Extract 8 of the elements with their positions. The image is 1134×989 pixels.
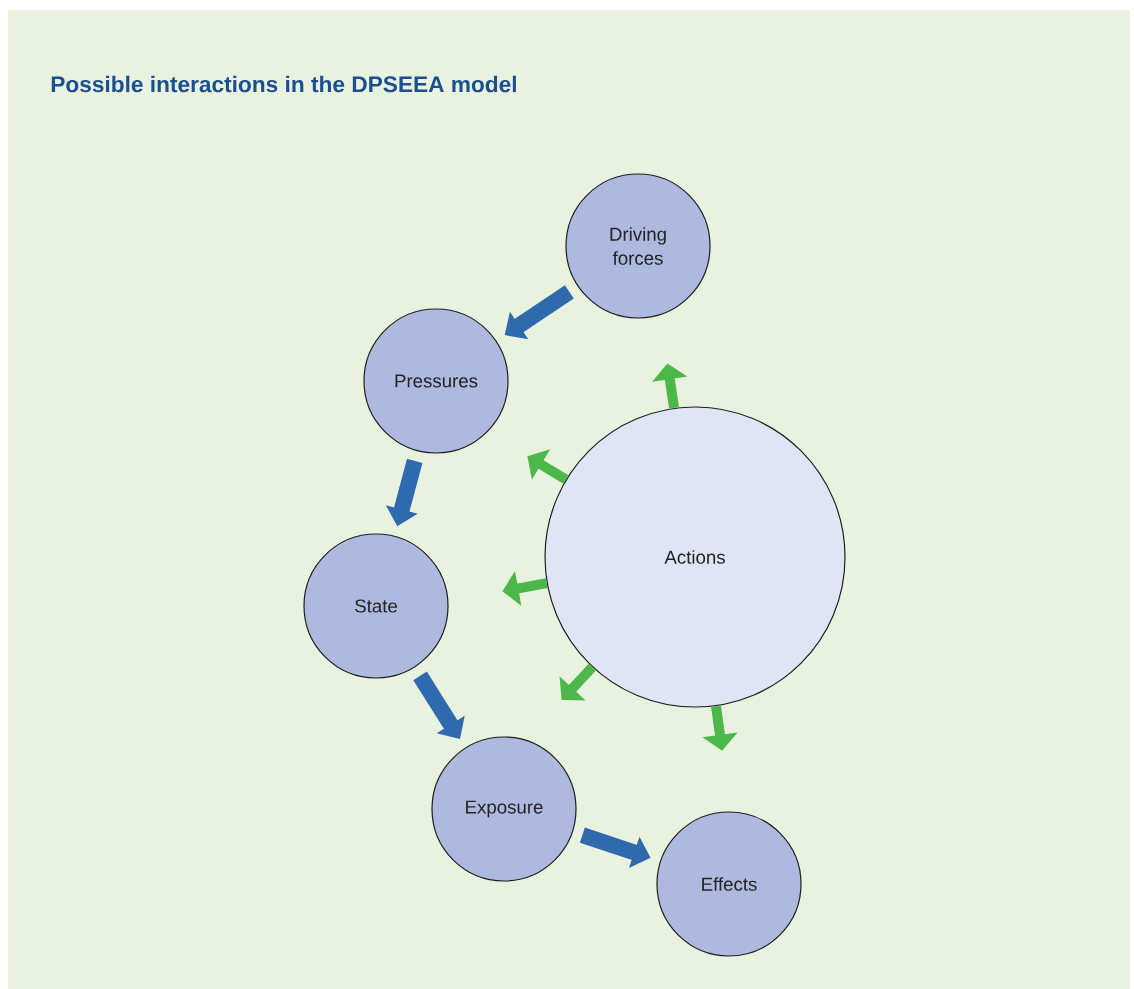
circle-node: Actions [544, 406, 846, 708]
circle-node: Driving forces [565, 173, 711, 319]
circle-node: Exposure [431, 736, 577, 882]
title: Possible interactions in the DPSEEA model [51, 75, 516, 93]
circle-node: Pressures [363, 308, 509, 454]
circle-node: Effects [656, 811, 802, 957]
arrow [559, 663, 596, 701]
circle-node: State [303, 533, 449, 679]
